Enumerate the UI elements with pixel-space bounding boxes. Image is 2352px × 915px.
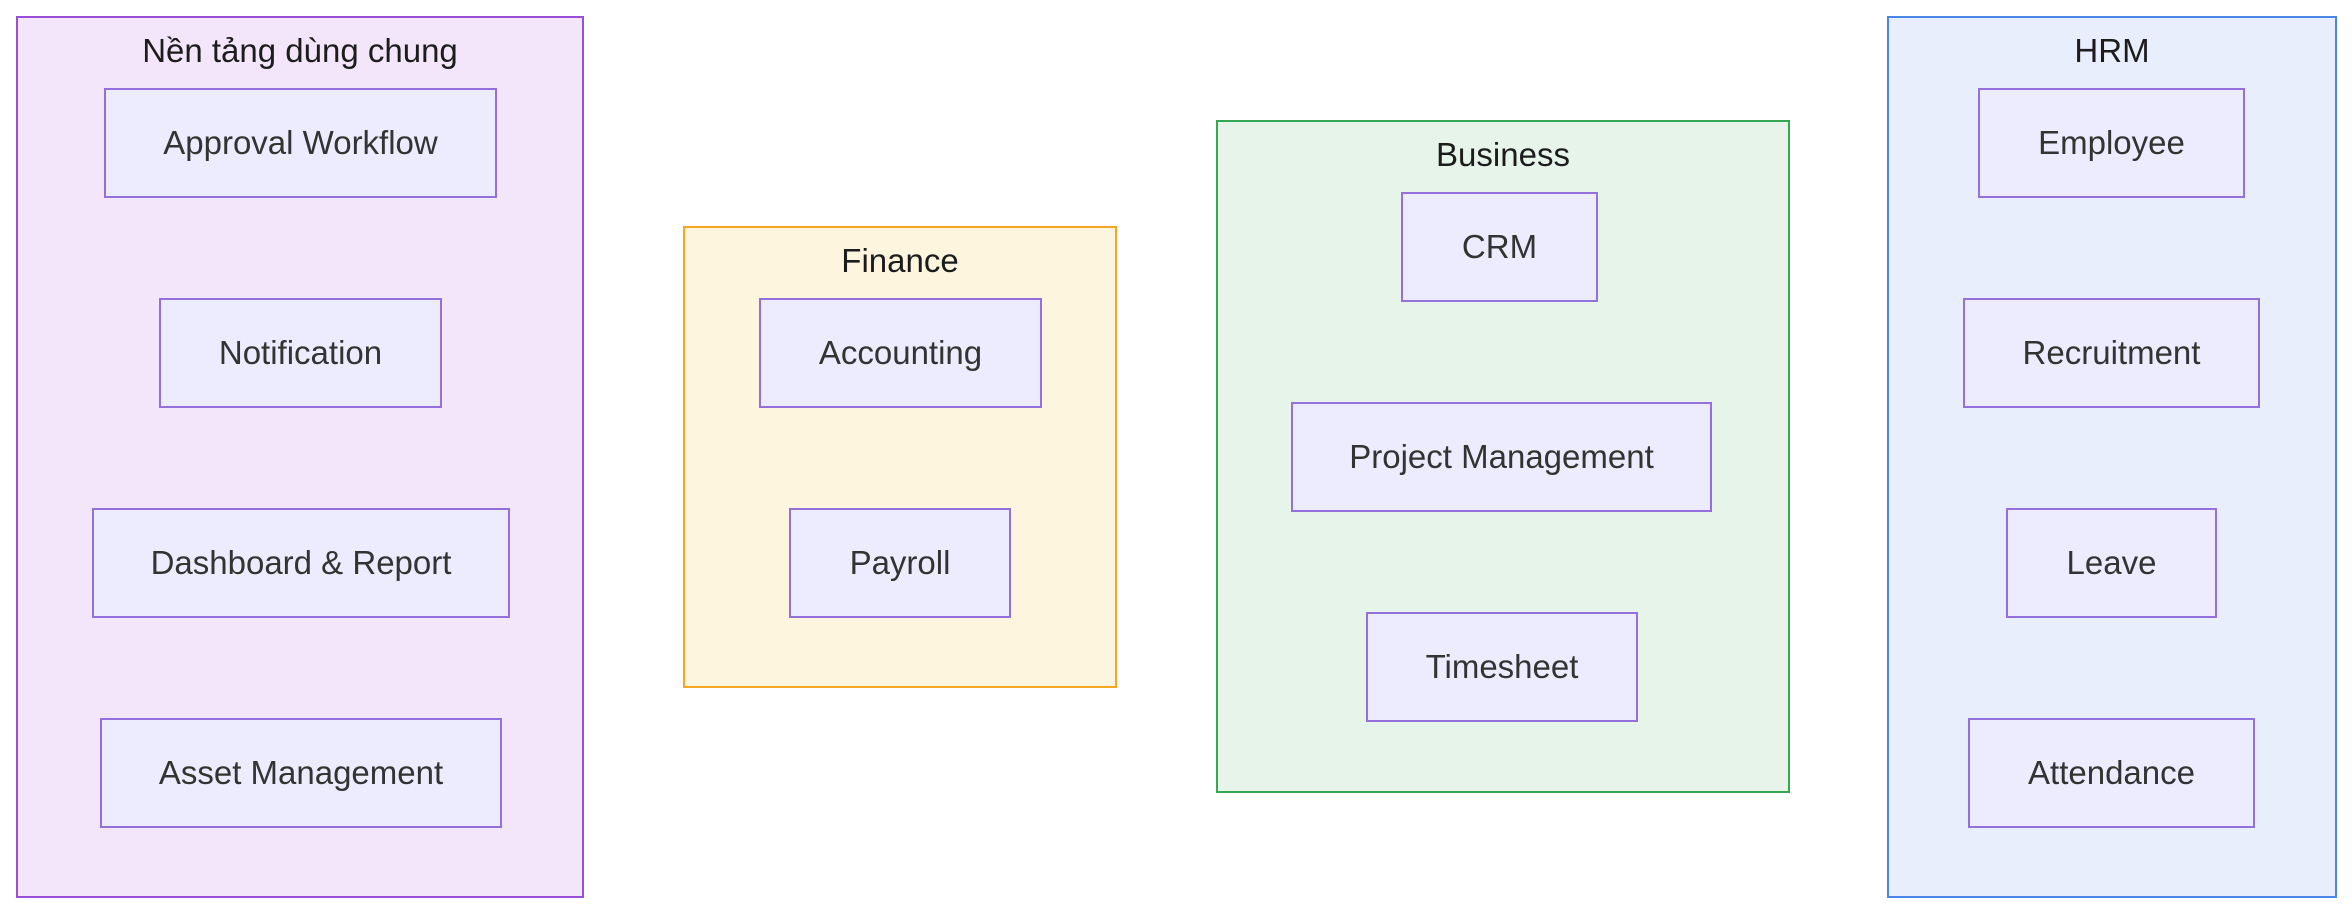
group-business: Business CRM Project Management Timeshee… [1216,120,1790,793]
group-title: HRM [2074,32,2150,69]
group-hrm: HRM Employee Recruitment Leave Attendanc… [1887,16,2337,898]
node-payroll[interactable]: Payroll [789,508,1011,618]
group-title: Finance [841,242,959,279]
node-project-management[interactable]: Project Management [1291,402,1712,512]
node-asset-management[interactable]: Asset Management [100,718,502,828]
node-crm[interactable]: CRM [1401,192,1598,302]
group-title: Business [1436,136,1570,173]
node-label: Leave [2066,544,2157,581]
node-employee[interactable]: Employee [1978,88,2245,198]
node-label: Attendance [2028,754,2195,791]
node-label: Employee [2038,124,2185,161]
node-label: Dashboard & Report [150,544,452,581]
node-approval-workflow[interactable]: Approval Workflow [104,88,497,198]
node-dashboard-report[interactable]: Dashboard & Report [92,508,510,618]
node-attendance[interactable]: Attendance [1968,718,2255,828]
node-timesheet[interactable]: Timesheet [1366,612,1638,722]
node-label: CRM [1461,228,1538,265]
node-label: Accounting [818,334,983,371]
node-label: Payroll [849,544,951,581]
node-label: Recruitment [2022,334,2201,371]
node-notification[interactable]: Notification [159,298,442,408]
group-finance: Finance Accounting Payroll [683,226,1117,688]
node-label: Asset Management [158,754,444,791]
node-label: Project Management [1349,438,1654,475]
node-label: Timesheet [1425,648,1579,685]
group-shared-platform: Nền tảng dùng chung Approval Workflow No… [16,16,584,898]
node-label: Notification [218,334,383,371]
group-title: Nền tảng dùng chung [142,32,458,69]
node-leave[interactable]: Leave [2006,508,2217,618]
node-label: Approval Workflow [163,124,438,161]
node-accounting[interactable]: Accounting [759,298,1042,408]
node-recruitment[interactable]: Recruitment [1963,298,2260,408]
